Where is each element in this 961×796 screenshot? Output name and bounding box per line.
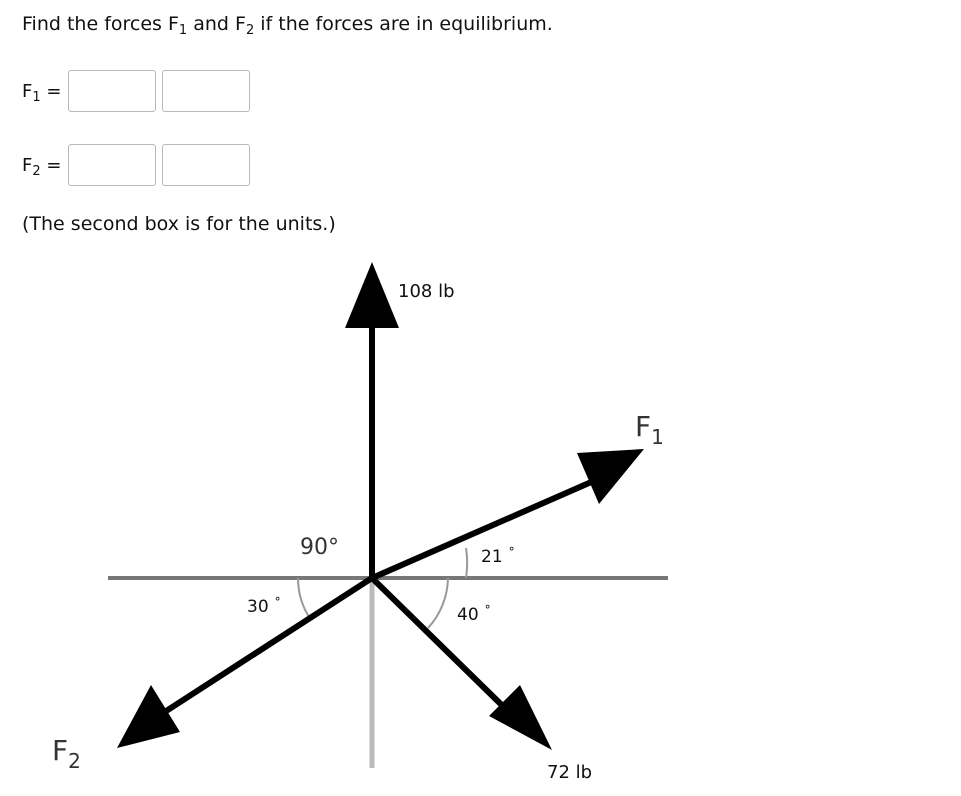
angle-30-label: 30° [247,595,281,617]
force-f2-arrowhead [117,685,180,748]
question-text: Find the forces F1 and F2 if the forces … [22,13,553,38]
f2-unit-input[interactable] [162,144,250,186]
f2-answer-label: F2 = [22,154,62,179]
f1-unit-input[interactable] [162,70,250,112]
f1-answer-label: F1 = [22,80,62,105]
f1-value-input[interactable] [68,70,156,112]
force-72-line [369,575,518,721]
f2-value-input[interactable] [68,144,156,186]
units-note: (The second box is for the units.) [22,213,336,235]
force-f2-line [158,575,374,718]
angle-40-label: 40° [457,603,491,625]
force-f1-arrowhead [577,449,644,504]
answer-row-f1: F1 = [22,68,250,114]
force-72-label: 72 lb [547,762,592,783]
angle-arc-30 [296,577,312,621]
force-f1-line [370,473,607,581]
angle-90-label: 90° [300,535,339,560]
force-diagram: 108 lb 72 lb 90° 21° 30° 40° F1 F2 [52,262,668,783]
force-108-arrowhead [345,262,399,328]
angle-arc-21 [465,547,469,579]
force-72-arrowhead [489,685,552,750]
f1-label: F1 [635,410,664,449]
angle-arc-40 [427,577,449,629]
force-108-label: 108 lb [398,281,455,302]
angle-21-label: 21° [481,545,515,567]
f2-label: F2 [52,734,81,773]
answer-row-f2: F2 = [22,142,250,188]
